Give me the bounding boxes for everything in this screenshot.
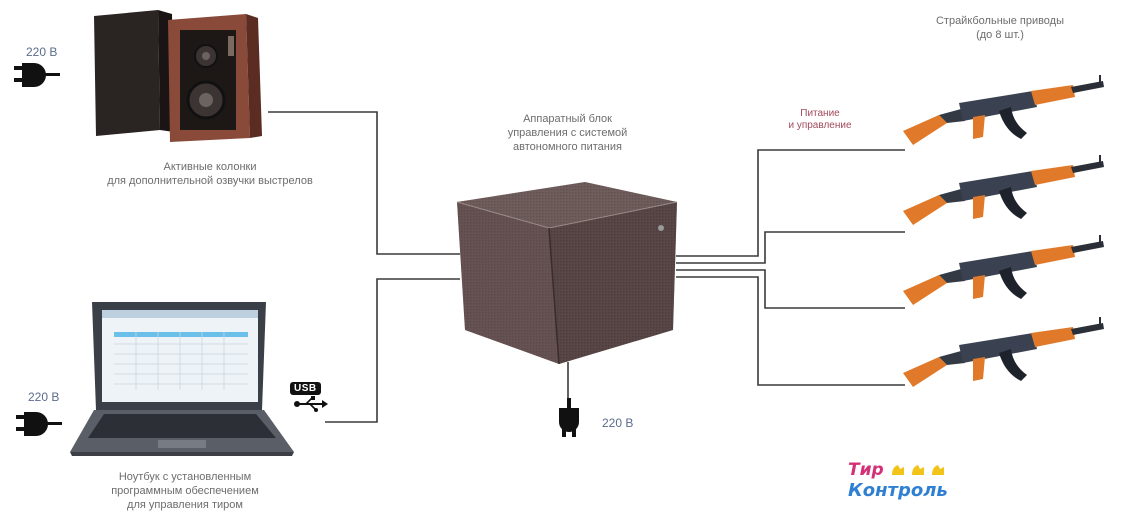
laptop-voltage: 220 В xyxy=(28,390,60,404)
speakers-caption-line1: Активные колонки xyxy=(163,161,257,173)
power-plug-icon xyxy=(16,412,62,436)
power-plug-icon xyxy=(559,398,579,437)
speakers-caption-line2: для дополнительной озвучки выстрелов xyxy=(107,175,313,187)
control-unit-voltage: 220 В xyxy=(602,416,634,430)
airsoft-drive-4 xyxy=(903,317,1104,387)
usb-badge: USB xyxy=(290,378,321,396)
laptop-cable xyxy=(325,278,460,423)
speaker-cable xyxy=(268,111,460,255)
speakers-caption: Активные колонки для дополнительной озву… xyxy=(80,160,340,188)
logo-word-tir: Тир xyxy=(848,460,884,480)
speakers-voltage: 220 В xyxy=(26,45,58,59)
laptop-caption-line1: Ноутбук с установленным xyxy=(118,471,252,483)
usb-icon xyxy=(294,396,328,412)
drive-cable-4 xyxy=(676,276,905,386)
laptop-caption-line2: программным обеспечением xyxy=(111,485,259,497)
laptop-caption: Ноутбук с установленным программным обес… xyxy=(60,470,310,512)
logo-word-kontrol: Контроль xyxy=(848,480,948,501)
drive-cable-3 xyxy=(676,269,905,309)
tir-kontrol-logo: Тир Контроль xyxy=(848,460,948,501)
airsoft-drive-3 xyxy=(903,235,1104,305)
control-unit-caption-line1: Аппаратный блок xyxy=(523,113,612,125)
laptop-image xyxy=(70,302,294,456)
drive-cable-1 xyxy=(676,149,905,257)
wire-label: Питание и управление xyxy=(760,108,880,132)
drives-caption: Страйкбольные приводы (до 8 шт.) xyxy=(890,14,1110,42)
drives-caption-line1: Страйкбольные приводы xyxy=(935,15,1065,27)
usb-label: USB xyxy=(290,382,321,395)
airsoft-drive-2 xyxy=(903,155,1104,225)
control-unit-caption-line3: автономного питания xyxy=(513,141,622,153)
power-plug-icon xyxy=(14,63,60,87)
drives-caption-line2: (до 8 шт.) xyxy=(976,29,1024,41)
airsoft-drive-1 xyxy=(903,75,1104,145)
laptop-caption-line3: для управления тиром xyxy=(127,499,243,511)
wire-label-line2: и управление xyxy=(788,120,852,131)
speakers-image xyxy=(94,10,262,142)
hands-icon xyxy=(891,465,944,475)
control-unit-caption: Аппаратный блок управления с системой ав… xyxy=(455,112,680,154)
control-unit-caption-line2: управления с системой xyxy=(507,127,628,139)
wire-label-line1: Питание xyxy=(800,108,840,119)
drive-cable-2 xyxy=(676,231,905,264)
control-unit-image xyxy=(456,182,678,365)
